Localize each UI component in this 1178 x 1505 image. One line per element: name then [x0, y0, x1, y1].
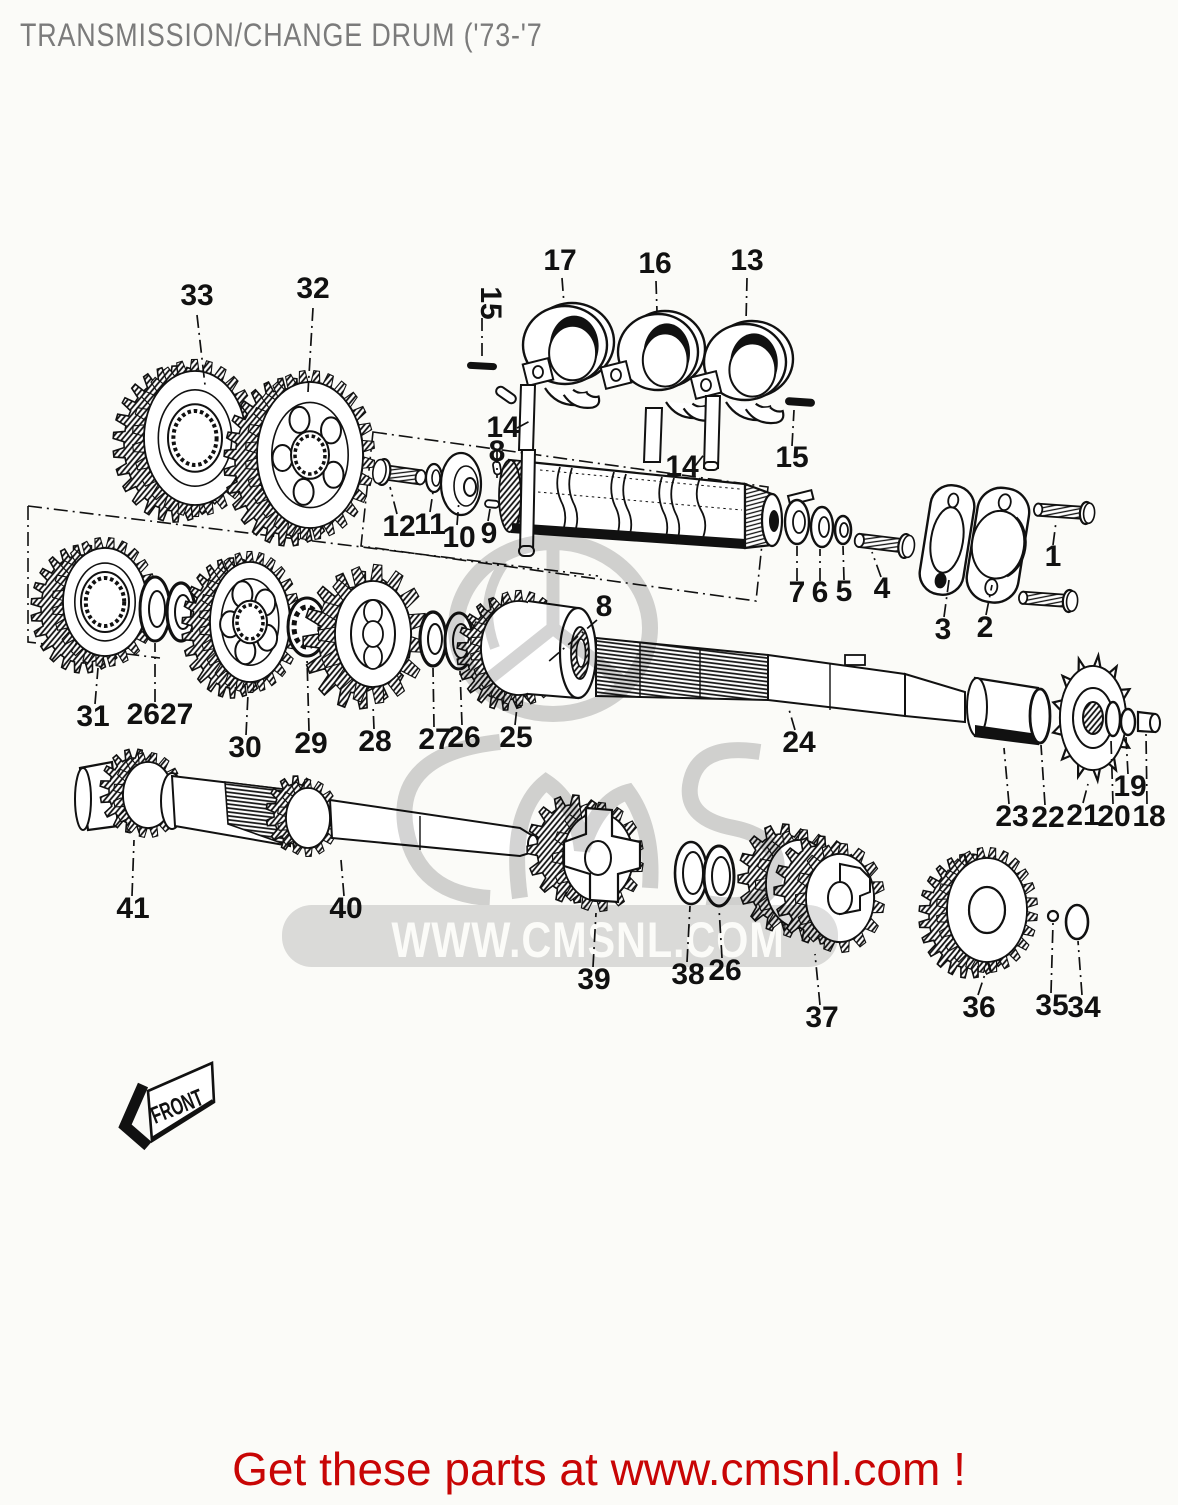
- svg-text:9: 9: [481, 517, 498, 550]
- svg-text:32: 32: [296, 272, 329, 305]
- svg-text:2627: 2627: [127, 698, 194, 731]
- svg-text:8: 8: [596, 590, 613, 623]
- svg-text:36: 36: [962, 991, 995, 1024]
- svg-text:20: 20: [1097, 800, 1130, 833]
- svg-text:25: 25: [499, 721, 532, 754]
- svg-text:35: 35: [1035, 989, 1068, 1022]
- svg-text:13: 13: [730, 244, 763, 277]
- svg-text:31: 31: [76, 700, 109, 733]
- svg-text:21: 21: [1066, 799, 1099, 832]
- svg-text:28: 28: [358, 725, 391, 758]
- svg-text:37: 37: [805, 1001, 838, 1034]
- svg-text:2: 2: [977, 611, 994, 644]
- svg-text:41: 41: [116, 892, 149, 925]
- svg-text:17: 17: [543, 244, 576, 277]
- svg-text:14: 14: [486, 411, 520, 444]
- svg-text:4: 4: [874, 572, 891, 605]
- svg-text:6: 6: [812, 576, 829, 609]
- svg-text:5: 5: [836, 575, 853, 608]
- svg-text:30: 30: [228, 731, 261, 764]
- svg-text:1: 1: [1045, 540, 1062, 573]
- svg-text:24: 24: [782, 726, 816, 759]
- svg-text:39: 39: [577, 963, 610, 996]
- svg-text:10: 10: [442, 521, 475, 554]
- svg-text:12: 12: [382, 510, 415, 543]
- svg-text:23: 23: [995, 800, 1028, 833]
- svg-text:19: 19: [1113, 770, 1146, 803]
- svg-text:15: 15: [775, 441, 808, 474]
- svg-text:34: 34: [1067, 991, 1101, 1024]
- svg-text:11: 11: [414, 508, 446, 541]
- svg-text:3: 3: [935, 613, 952, 646]
- svg-text:14: 14: [665, 450, 699, 483]
- svg-text:33: 33: [180, 279, 213, 312]
- svg-text:7: 7: [789, 576, 806, 609]
- svg-text:15: 15: [474, 286, 507, 319]
- svg-text:22: 22: [1031, 801, 1064, 834]
- svg-text:16: 16: [638, 247, 671, 280]
- svg-text:29: 29: [294, 727, 327, 760]
- svg-text:18: 18: [1132, 800, 1165, 833]
